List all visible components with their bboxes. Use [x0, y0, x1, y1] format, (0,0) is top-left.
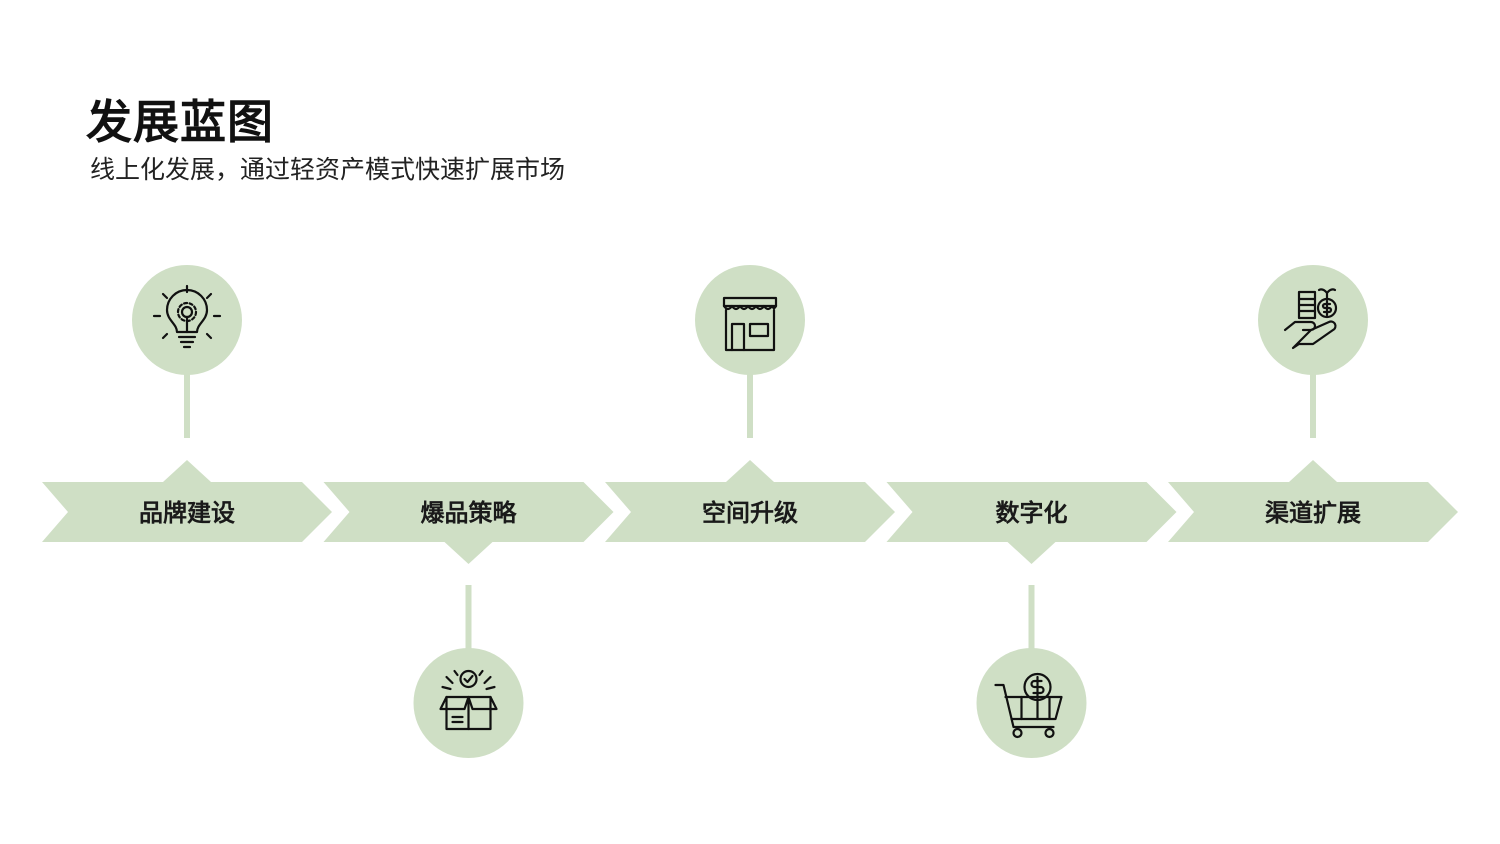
lightbulb-gear-icon: [152, 284, 222, 349]
open-box-check-icon: [439, 669, 498, 731]
timeline-step: 渠道扩展: [1168, 265, 1458, 542]
timeline-step: 爆品策略: [323, 482, 614, 758]
timeline-step: 数字化: [886, 482, 1177, 758]
step-label: 空间升级: [702, 499, 798, 527]
pointer-triangle: [444, 542, 493, 564]
pointer-triangle: [1289, 460, 1337, 482]
connector-line: [1310, 372, 1316, 438]
storefront-icon: [722, 296, 778, 352]
hand-coins-icon: [1283, 288, 1338, 350]
timeline-step: 空间升级: [605, 265, 895, 542]
icon-circle: [1258, 265, 1368, 375]
page-title: 发展蓝图: [86, 95, 274, 149]
connector-line: [747, 372, 753, 438]
page-subtitle: 线上化发展，通过轻资产模式快速扩展市场: [90, 155, 566, 184]
timeline-step: 品牌建设: [42, 265, 332, 542]
pointer-triangle: [726, 460, 774, 482]
connector-line: [1028, 585, 1035, 651]
step-label: 渠道扩展: [1265, 499, 1361, 527]
connector-line: [465, 585, 472, 651]
icon-circle: [695, 265, 805, 375]
chevron-arrow: [886, 482, 1177, 542]
step-label: 爆品策略: [421, 499, 518, 527]
step-label: 数字化: [996, 499, 1068, 527]
pointer-triangle: [1007, 542, 1056, 564]
chevron-arrow: [1168, 482, 1458, 542]
connector-line: [184, 372, 190, 438]
icon-circle: [976, 648, 1087, 758]
pointer-triangle: [163, 460, 211, 482]
chevron-arrow: [323, 482, 614, 542]
chevron-arrow: [605, 482, 895, 542]
shopping-cart-dollar-icon: [994, 672, 1063, 739]
chevron-arrow: [42, 482, 332, 542]
step-label: 品牌建设: [139, 499, 235, 527]
